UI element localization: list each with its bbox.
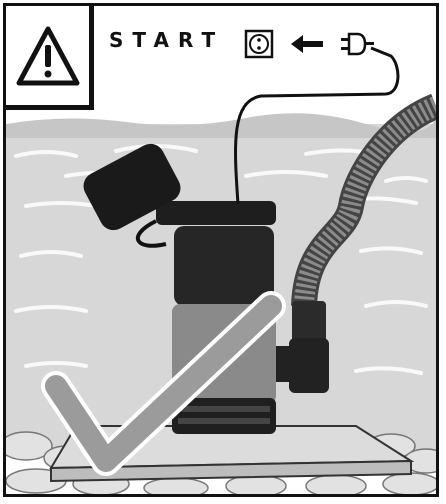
power-socket-icon xyxy=(244,29,274,59)
warning-box xyxy=(6,6,94,110)
instruction-panel: START xyxy=(3,3,439,497)
power-plug-icon xyxy=(339,31,375,57)
arrow-left-icon xyxy=(289,33,325,55)
start-label: START xyxy=(109,28,224,52)
warning-triangle-icon xyxy=(15,25,81,87)
